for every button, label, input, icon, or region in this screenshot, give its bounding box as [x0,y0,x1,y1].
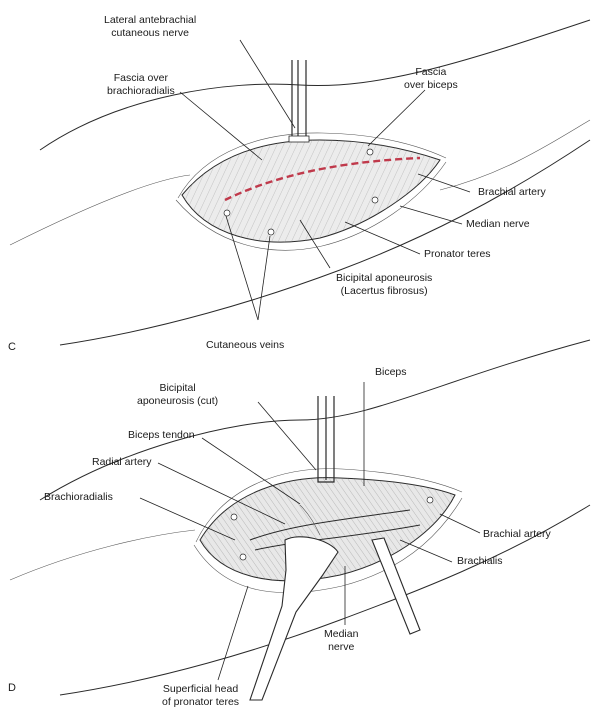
panel-c-illustration [9,19,591,346]
vein-marks-c [223,148,379,236]
label-bicipital-aponeurosis-cut: Bicipital aponeurosis (cut) [137,382,219,407]
label-brachioradialis: Brachioradialis [44,491,113,503]
retractor-left-d [249,536,339,701]
label-biceps-tendon: Biceps tendon [128,429,195,441]
label-biceps: Biceps [375,366,407,378]
label-cutaneous-veins: Cutaneous veins [206,339,285,351]
label-fascia-brachioradialis: Fascia over brachioradialis [107,72,175,97]
label-median-nerve-c: Median nerve [466,218,530,230]
label-brachial-artery-c: Brachial artery [478,186,546,198]
label-superficial-head-pronator-teres: Superficial head of pronator teres [162,683,240,708]
label-radial-artery: Radial artery [92,456,152,468]
panel-d-illustration [9,339,591,701]
label-bicipital-aponeurosis: Bicipital aponeurosis (Lacertus fibrosus… [336,272,433,297]
retractor-right-d [371,537,421,635]
arm-outline-lower-d [59,504,591,696]
label-median-nerve-d: Median nerve [324,628,359,653]
label-brachial-artery-d: Brachial artery [483,528,551,540]
arm-outline-upper-d [39,339,591,501]
leader-lines-d [139,382,481,681]
incision-line [224,156,421,202]
retractor-top-d [317,396,335,483]
label-fascia-biceps: Fascia over biceps [404,66,458,91]
label-lateral-antebrachial-nerve: Lateral antebrachial cutaneous nerve [104,14,197,39]
retractor-top-c [291,60,307,141]
skin-crease [9,174,191,246]
leader-lines-c [179,39,471,321]
panel-letter-d: D [8,682,16,694]
label-pronator-teres: Pronator teres [424,248,491,260]
arm-outline-lower [59,139,591,346]
vein-marks-d [230,496,434,561]
label-brachialis: Brachialis [457,555,503,567]
panel-letter-c: C [8,341,16,353]
arm-outline-upper [39,19,591,151]
